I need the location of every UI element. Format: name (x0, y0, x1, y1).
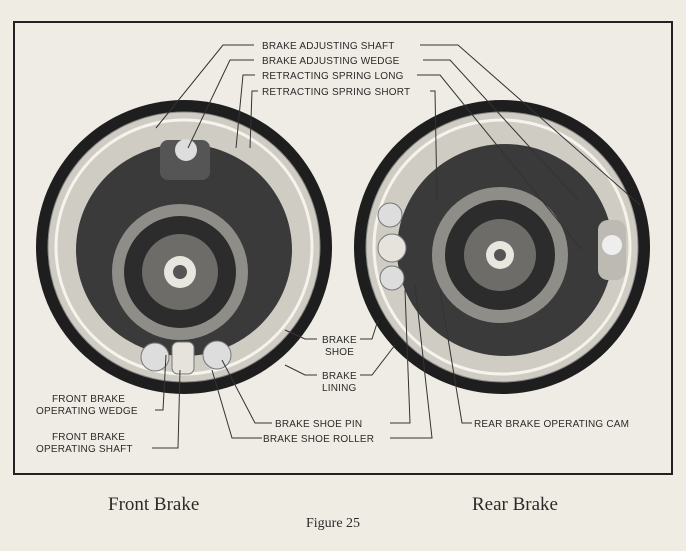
label-brake-shoe-2: SHOE (325, 347, 354, 358)
label-brake-shoe-pin: BRAKE SHOE PIN (275, 419, 362, 430)
label-front-shaft-2: OPERATING SHAFT (36, 444, 133, 455)
label-brake-lining-2: LINING (322, 383, 357, 394)
label-brake-shoe-1: BRAKE (322, 335, 357, 346)
label-rear-brake-operating-cam: REAR BRAKE OPERATING CAM (474, 419, 629, 430)
leader-lines (152, 44, 641, 449)
label-retracting-spring-long: RETRACTING SPRING LONG (262, 71, 404, 82)
label-front-shaft-1: FRONT BRAKE (52, 432, 125, 443)
figure-number: Figure 25 (306, 516, 361, 531)
label-brake-adjusting-shaft: BRAKE ADJUSTING SHAFT (262, 41, 395, 52)
rear-brake-drum (354, 100, 650, 394)
label-front-wedge-2: OPERATING WEDGE (36, 406, 138, 417)
label-brake-lining-1: BRAKE (322, 371, 357, 382)
caption-rear-brake: Rear Brake (472, 494, 558, 515)
label-front-wedge-1: FRONT BRAKE (52, 394, 125, 405)
caption-front-brake: Front Brake (108, 494, 200, 515)
label-brake-shoe-roller: BRAKE SHOE ROLLER (263, 434, 374, 445)
label-brake-adjusting-wedge: BRAKE ADJUSTING WEDGE (262, 56, 400, 67)
label-retracting-spring-short: RETRACTING SPRING SHORT (262, 87, 410, 98)
front-brake-drum (36, 100, 332, 394)
